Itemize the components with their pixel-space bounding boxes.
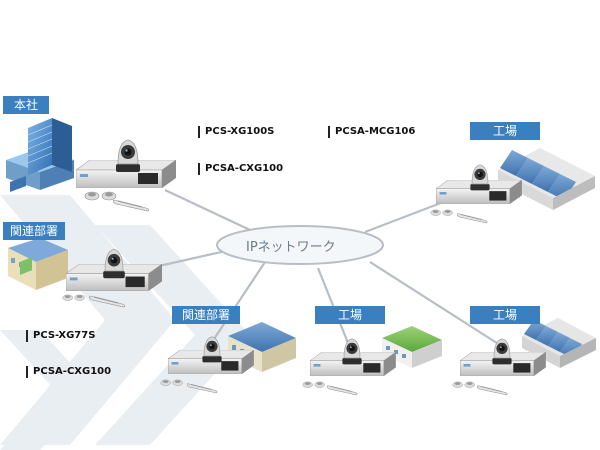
model-label-pcsa-cxg100-top: PCSA-CXG100 — [198, 163, 283, 175]
model-label-pcs-xg100s: PCS-XG100S — [198, 126, 274, 138]
ip-network-label: IPネットワーク — [246, 240, 336, 255]
headquarters-building — [6, 118, 74, 192]
background-watermark — [0, 195, 250, 450]
site-label-factory-bottom-right: 工場 — [470, 306, 540, 324]
model-label-pcs-xg77s: PCS-XG77S — [26, 330, 95, 342]
site-label-factory-top-right: 工場 — [470, 122, 540, 140]
conference-system-factory-bottom-center — [302, 338, 396, 396]
factory-building-bottom-center — [382, 326, 442, 368]
model-label-pcsa-mcg106: PCSA-MCG106 — [328, 126, 415, 138]
site-label-factory-bottom-center: 工場 — [315, 306, 385, 324]
conference-system-hq — [76, 139, 176, 212]
site-label-headquarters: 本社 — [3, 96, 49, 114]
ip-network-cloud — [216, 225, 384, 265]
site-label-related-dept-bottom: 関連部署 — [172, 306, 240, 324]
factory-building-top-right — [498, 148, 595, 210]
model-label-pcsa-cxg100-bottom: PCSA-CXG100 — [26, 366, 111, 378]
related-dept-building-left — [8, 238, 68, 290]
site-label-related-dept-left: 関連部署 — [3, 222, 65, 240]
